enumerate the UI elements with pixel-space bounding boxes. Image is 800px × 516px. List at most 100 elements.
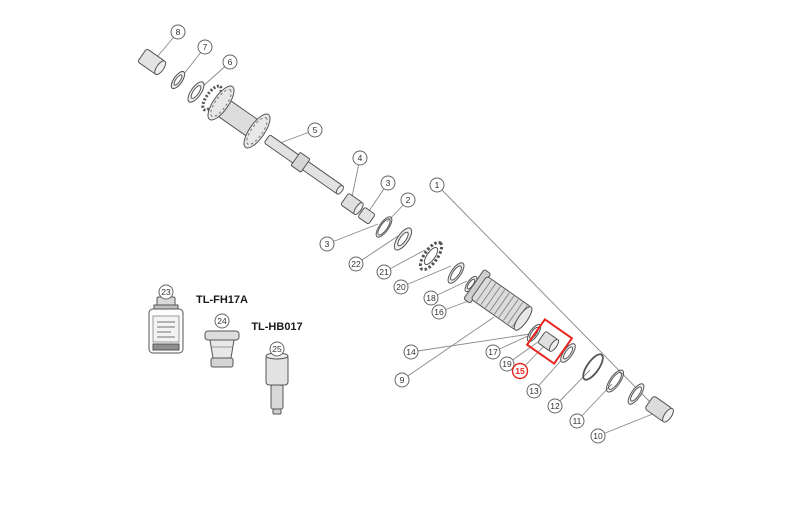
part-hub-shell — [201, 84, 271, 149]
callout-8: 8 — [170, 24, 186, 40]
part-washer-a — [447, 262, 465, 284]
callout-circle — [380, 175, 396, 191]
callout-10: 10 — [590, 428, 606, 444]
callout-label: 24 — [217, 316, 227, 326]
leader-9 — [401, 316, 495, 381]
callout-label: 4 — [358, 153, 363, 163]
leader-22 — [355, 235, 399, 265]
callout-circle-highlighted — [511, 362, 529, 380]
callout-label: 17 — [488, 347, 498, 357]
callout-15-highlighted: 15 — [511, 362, 529, 380]
callout-circle — [485, 344, 501, 360]
leader-13 — [533, 355, 566, 392]
callout-2: 2 — [400, 192, 416, 208]
part-seal-b — [187, 81, 205, 103]
callout-label: 3 — [386, 178, 391, 188]
leader-20 — [400, 265, 452, 288]
callout-circle — [352, 150, 368, 166]
part-seal-a — [170, 70, 186, 90]
callout-circle — [158, 284, 174, 300]
hub-flange-right — [243, 113, 271, 149]
callout-24: 24 — [214, 313, 230, 329]
grease-bottle — [148, 296, 184, 354]
callout-18: 18 — [423, 290, 439, 306]
callout-3: 3 — [380, 175, 396, 191]
part-inner-cap-highlighted — [537, 331, 560, 352]
hub-flange-right-holes — [246, 117, 268, 145]
callout-circle — [394, 372, 410, 388]
callout-circle — [393, 279, 409, 295]
callout-23: 23 — [158, 284, 174, 300]
tool-tl-hb017 — [265, 352, 289, 415]
part-seal-c — [393, 227, 413, 251]
part-spacer — [340, 193, 364, 216]
part-seal-e — [605, 369, 625, 393]
callout-circle — [269, 341, 285, 357]
callout-circle — [197, 39, 213, 55]
highlight-box — [525, 317, 574, 366]
callout-label: 7 — [203, 42, 208, 52]
callout-label: 11 — [573, 416, 582, 426]
callout-12: 12 — [547, 398, 563, 414]
callout-5: 5 — [307, 122, 323, 138]
leader-3b — [326, 223, 379, 245]
callout-circle — [214, 313, 230, 329]
tool-label-tl-hb017: TL-HB017 — [251, 321, 302, 333]
bottle-band — [152, 343, 180, 351]
callout-label: 20 — [396, 282, 406, 292]
part-axle — [264, 134, 344, 195]
callout-label: 5 — [313, 125, 318, 135]
callout-circle — [569, 413, 585, 429]
callout-3b: 3 — [319, 236, 335, 252]
callout-4: 4 — [352, 150, 368, 166]
callout-label: 16 — [434, 307, 444, 317]
callout-19: 19 — [499, 356, 515, 372]
callout-label: 8 — [176, 27, 181, 37]
callout-circle — [348, 256, 364, 272]
part-end-cap-top — [137, 48, 167, 76]
callout-6: 6 — [222, 54, 238, 70]
callout-circle — [526, 383, 542, 399]
callout-circle — [170, 24, 186, 40]
exploded-parts — [137, 48, 674, 423]
callout-circle — [403, 344, 419, 360]
callout-circle — [547, 398, 563, 414]
callout-circle — [431, 304, 447, 320]
callout-label: 3 — [325, 239, 330, 249]
hub-flange-left — [207, 85, 235, 121]
leader-1 — [436, 184, 653, 405]
callout-circle — [590, 428, 606, 444]
callout-label: 19 — [502, 359, 512, 369]
callout-label: 22 — [351, 259, 361, 269]
callout-circle — [499, 356, 515, 372]
callout-14: 14 — [403, 344, 419, 360]
part-o-ring — [375, 216, 393, 238]
callout-22: 22 — [348, 256, 364, 272]
callout-circle — [423, 290, 439, 306]
callout-11: 11 — [569, 413, 585, 429]
part-cone — [358, 207, 376, 225]
callout-label: 18 — [426, 293, 436, 303]
callout-7: 7 — [197, 39, 213, 55]
callout-circle — [319, 236, 335, 252]
callout-label: 6 — [228, 57, 233, 67]
part-seal-f — [627, 383, 645, 405]
part-serrated-ring — [418, 240, 444, 272]
part-face — [154, 60, 167, 76]
callout-circle — [429, 177, 445, 193]
part-end-cap-bottom — [645, 396, 674, 423]
callout-label: 14 — [406, 347, 416, 357]
part-freehub-body — [463, 269, 533, 331]
part-snap-ring — [582, 353, 604, 381]
callout-label: 13 — [529, 386, 539, 396]
leader-10 — [597, 412, 656, 437]
callout-label: 23 — [161, 287, 171, 297]
leader-12 — [554, 369, 591, 407]
tool-tl-fh17a — [204, 330, 240, 368]
callout-label: 2 — [406, 195, 411, 205]
callout-circle — [222, 54, 238, 70]
callout-13: 13 — [526, 383, 542, 399]
callout-1: 1 — [429, 177, 445, 193]
